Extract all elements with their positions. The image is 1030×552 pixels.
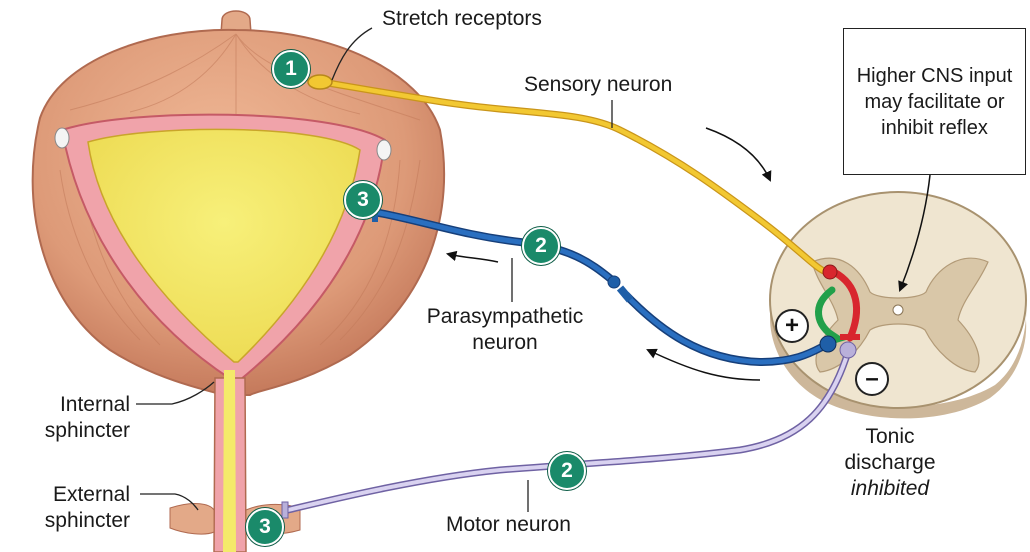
step-3-bladder-badge: 3 <box>344 181 382 219</box>
sensory-neuron-label: Sensory neuron <box>524 72 672 98</box>
parasympathetic-label-line1: Parasympathetic <box>405 304 605 330</box>
ureter-opening-right <box>377 140 391 160</box>
tonic-line1: Tonic <box>815 424 965 450</box>
central-canal <box>893 305 903 315</box>
tonic-discharge-label: Tonic discharge inhibited <box>815 424 965 502</box>
motor-neuron <box>282 342 856 518</box>
inhibitory-minus-sign: – <box>855 362 889 396</box>
inhibitory-synapse <box>840 334 860 340</box>
parasympathetic-label: Parasympathetic neuron <box>405 304 605 356</box>
spinal-cord <box>770 192 1026 418</box>
external-sphincter-line1: External <box>20 482 130 508</box>
external-sphincter-label: External sphincter <box>20 482 130 534</box>
step-2-motor-badge: 2 <box>548 452 586 490</box>
parasympathetic-cell-body <box>820 336 836 352</box>
ureter-opening-left <box>55 128 69 148</box>
stretch-receptor <box>308 75 332 89</box>
internal-sphincter-line1: Internal <box>20 392 130 418</box>
tonic-line2: discharge <box>815 450 965 476</box>
urethra-lumen <box>223 370 236 552</box>
higher-cns-label: Higher CNS input may facilitate or inhib… <box>844 63 1025 141</box>
internal-sphincter-label: Internal sphincter <box>20 392 130 444</box>
tonic-line3: inhibited <box>815 476 965 502</box>
excitatory-plus-sign: + <box>775 309 809 343</box>
motor-neuron-label: Motor neuron <box>446 512 571 538</box>
sensory-terminal <box>823 265 837 279</box>
motor-cell-body <box>840 342 856 358</box>
external-sphincter-line2: sphincter <box>20 508 130 534</box>
step-3-sphincter-badge: 3 <box>246 508 284 546</box>
internal-sphincter-line2: sphincter <box>20 418 130 444</box>
parasympathetic-direction-arrow-1 <box>448 254 498 262</box>
parasympathetic-label-line2: neuron <box>405 330 605 356</box>
sensory-direction-arrow <box>706 128 770 180</box>
higher-cns-box: Higher CNS input may facilitate or inhib… <box>843 28 1026 175</box>
step-2-parasympathetic-badge: 2 <box>522 227 560 265</box>
step-1-badge: 1 <box>272 50 310 88</box>
stretch-receptors-label: Stretch receptors <box>382 6 542 32</box>
